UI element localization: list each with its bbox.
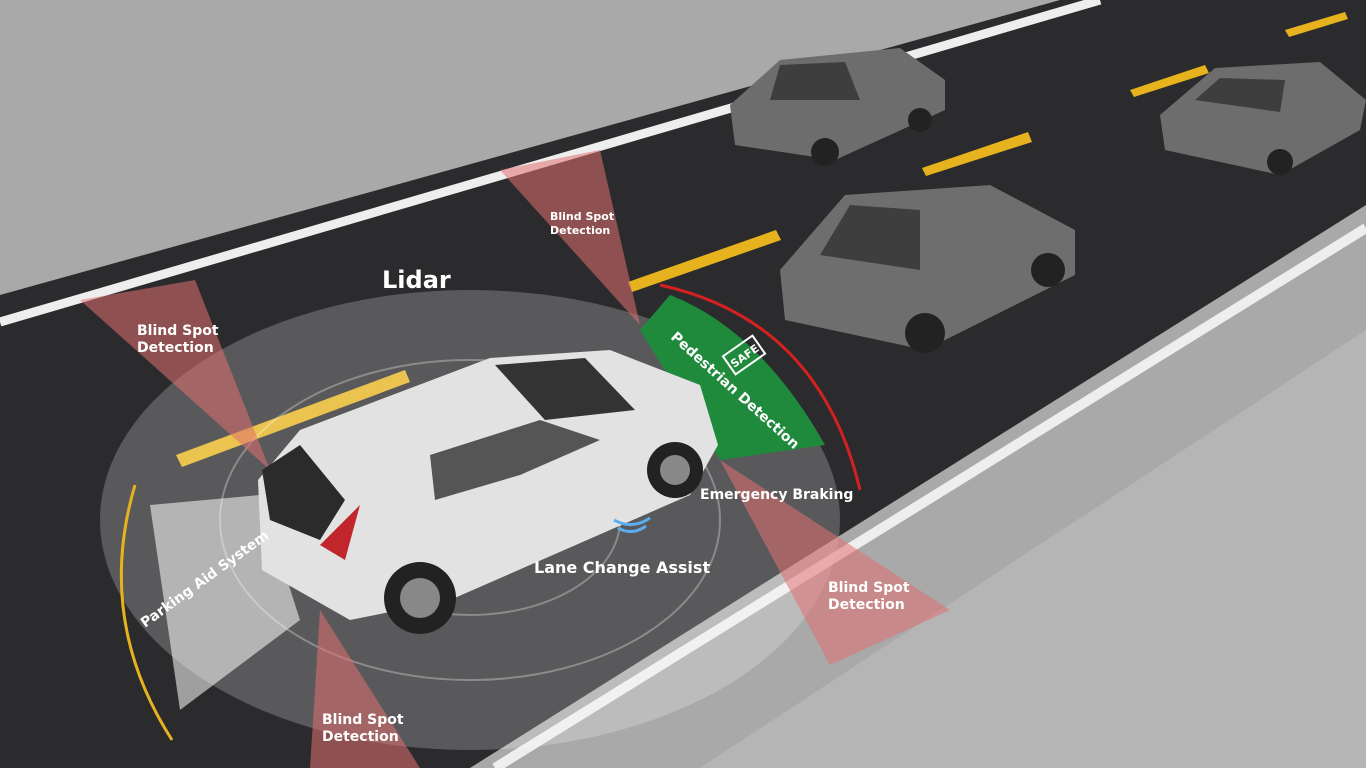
braking-arc-icon	[659, 283, 862, 491]
yellow-dashes	[176, 12, 1348, 467]
ego-car	[258, 350, 718, 634]
blind-spot-bottom-line1: Blind Spot	[322, 712, 404, 728]
car-far-right	[1160, 62, 1366, 175]
pedestrian-zone	[640, 295, 825, 460]
parking-arc	[119, 484, 174, 741]
car-middle	[780, 185, 1075, 353]
blind-spot-left-line2: Detection	[137, 340, 214, 356]
blind-spot-bottom-line2: Detection	[322, 729, 399, 745]
sidewalk-right	[700, 330, 1366, 768]
car-far-left	[730, 48, 945, 166]
blind-spot-top-line1: Blind Spot	[550, 210, 614, 223]
blind-spot-left-line1: Blind Spot	[137, 323, 219, 339]
lane-line-bottom	[492, 223, 1366, 768]
blind-spot-right-line2: Detection	[828, 597, 905, 613]
emergency-braking-label: Emergency Braking	[700, 487, 853, 503]
lidar-label: Lidar	[382, 266, 451, 294]
blind-spot-top-line2: Detection	[550, 224, 610, 237]
lane-change-assist-label: Lane Change Assist	[534, 558, 710, 577]
blind-spot-right-line1: Blind Spot	[828, 580, 910, 596]
lane-assist-wave-icon	[613, 516, 651, 533]
blind-spot-cones	[80, 150, 950, 768]
